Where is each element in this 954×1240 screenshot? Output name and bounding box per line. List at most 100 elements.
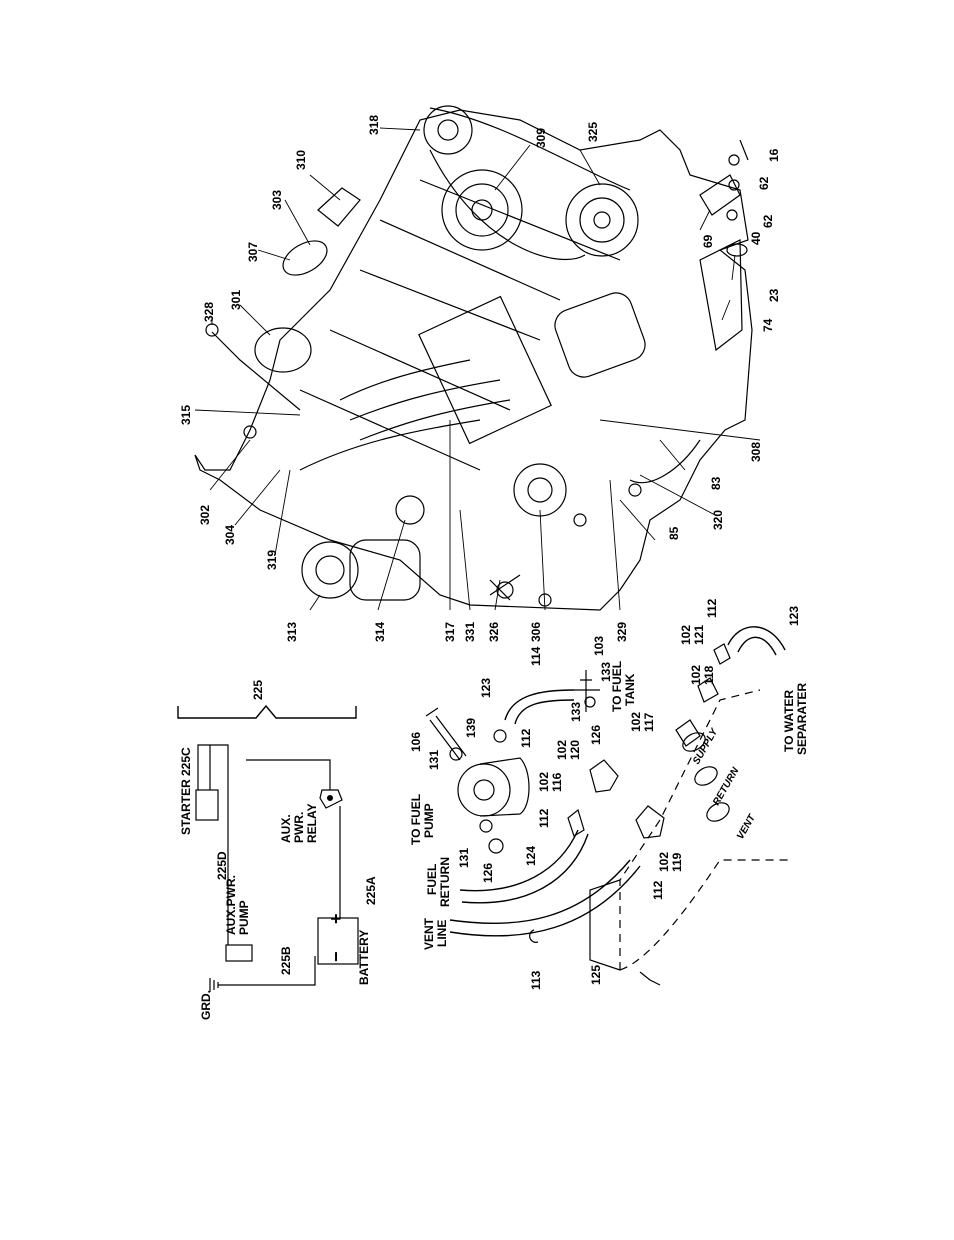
- callout-304: 304: [223, 525, 237, 545]
- fuel-return-2: RETURN: [438, 857, 452, 907]
- callout-313: 313: [285, 622, 299, 642]
- callout-102-117: 102: [629, 712, 643, 732]
- battery-minus: −: [326, 951, 346, 962]
- callout-114: 114: [529, 646, 543, 666]
- callout-317: 317: [443, 622, 457, 642]
- injection-pump: [418, 295, 552, 445]
- callout-331: 331: [463, 622, 477, 642]
- grd-label: GRD.: [199, 990, 213, 1020]
- group-bracket: [177, 704, 357, 719]
- callout-306: 306: [529, 622, 543, 642]
- fuel-filter: [301, 541, 359, 599]
- alternator: [423, 105, 473, 155]
- exhaust-outlet: [282, 240, 328, 276]
- timing-cover: [554, 292, 646, 378]
- callout-112b: 112: [705, 598, 719, 618]
- callout-307: 307: [246, 242, 260, 262]
- vent-port: [706, 802, 730, 822]
- to-fuel-pump-1: TO FUEL: [409, 794, 423, 845]
- callout-133a: 133: [599, 662, 613, 682]
- callout-16: 16: [767, 148, 781, 162]
- washer-131b: [479, 819, 493, 833]
- callout-102-119: 102: [657, 852, 671, 872]
- fuel-return-1: FUEL: [425, 864, 439, 895]
- aux-pump-label-2: PUMP: [237, 900, 251, 935]
- callout-69: 69: [701, 234, 715, 248]
- aux-relay-symbol: [319, 789, 343, 809]
- callout-121: 121: [692, 625, 706, 645]
- callout-102-121: 102: [679, 625, 693, 645]
- starter-ref-label: 225C: [179, 747, 193, 776]
- callout-318: 318: [367, 115, 381, 135]
- wire-225b-label: 225B: [279, 946, 293, 975]
- group-225-label: 225: [251, 680, 265, 700]
- drive-belt: [429, 107, 631, 261]
- wiring-labels: 225 STARTER 225C 225D AUX.PWR. PUMP AUX.…: [179, 680, 378, 1020]
- callout-85: 85: [667, 526, 681, 540]
- callout-302: 302: [198, 505, 212, 525]
- battery-plus: +: [326, 913, 346, 924]
- callout-123b: 123: [787, 606, 801, 626]
- injection-lines: [299, 359, 511, 471]
- fuel-tank-outline: [619, 859, 790, 971]
- starter-label: STARTER: [179, 779, 193, 835]
- wire-225a-label: 225A: [364, 876, 378, 905]
- callout-112a: 112: [519, 728, 533, 748]
- pump-hose: [504, 689, 575, 721]
- aux-relay-label-2: PWR.: [292, 812, 306, 843]
- callout-126a: 126: [589, 725, 603, 745]
- callout-102-118: 102: [689, 665, 703, 685]
- aux-pump-box: [225, 944, 253, 962]
- vent-line-2: LINE: [435, 920, 449, 947]
- supply-port: [682, 732, 706, 752]
- callout-62b: 62: [761, 214, 775, 228]
- mount-bracket: [699, 174, 741, 216]
- callout-102-120: 102: [555, 740, 569, 760]
- washer-131a: [449, 747, 463, 761]
- callout-315: 315: [179, 405, 193, 425]
- fitting-121: [713, 643, 731, 665]
- callout-329: 329: [615, 622, 629, 642]
- fuel-pump-body: [457, 763, 511, 817]
- callout-303: 303: [270, 190, 284, 210]
- callout-83: 83: [709, 476, 723, 490]
- return-port: [694, 766, 718, 786]
- supply-label: SUPPLY: [691, 726, 721, 767]
- callout-23: 23: [767, 288, 781, 302]
- fitting-117: [675, 719, 701, 747]
- elbow-120: [589, 759, 619, 793]
- aux-relay-label-3: RELAY: [305, 803, 319, 843]
- wire-225d-label: 225D: [215, 851, 229, 880]
- bolt-16: [739, 139, 749, 161]
- return-hose: [459, 829, 579, 892]
- return-label: RETURN: [711, 765, 742, 807]
- callout-112d: 112: [651, 880, 665, 900]
- callout-123a: 123: [479, 678, 493, 698]
- water-separator: [395, 495, 425, 525]
- callout-319: 319: [265, 550, 279, 570]
- callout-numbers: 318 309 325 310 303 307 301 328 315 16 6…: [179, 115, 801, 990]
- callout-126b: 126: [481, 863, 495, 883]
- callout-301: 301: [229, 290, 243, 310]
- to-fuel-tank-1: TO FUEL: [610, 661, 624, 712]
- callout-320: 320: [711, 510, 725, 530]
- fitting-118: [697, 677, 719, 703]
- vent-line-1: VENT: [422, 917, 436, 950]
- callout-118: 118: [702, 665, 716, 685]
- supply-hose: [727, 626, 786, 651]
- ground-symbol: [209, 978, 219, 992]
- callout-133b: 133: [569, 702, 583, 722]
- callout-308: 308: [749, 442, 763, 462]
- callout-116: 116: [550, 772, 564, 792]
- callout-120: 120: [568, 740, 582, 760]
- elbow-119: [635, 805, 665, 839]
- callout-325: 325: [586, 122, 600, 142]
- drain-hose: [629, 439, 701, 484]
- callout-117: 117: [642, 712, 656, 732]
- valve-cover-cap: [254, 327, 312, 373]
- wire-225b: [218, 956, 316, 986]
- nut-126b: [488, 838, 504, 854]
- callout-103: 103: [592, 636, 606, 656]
- callout-74: 74: [761, 318, 775, 332]
